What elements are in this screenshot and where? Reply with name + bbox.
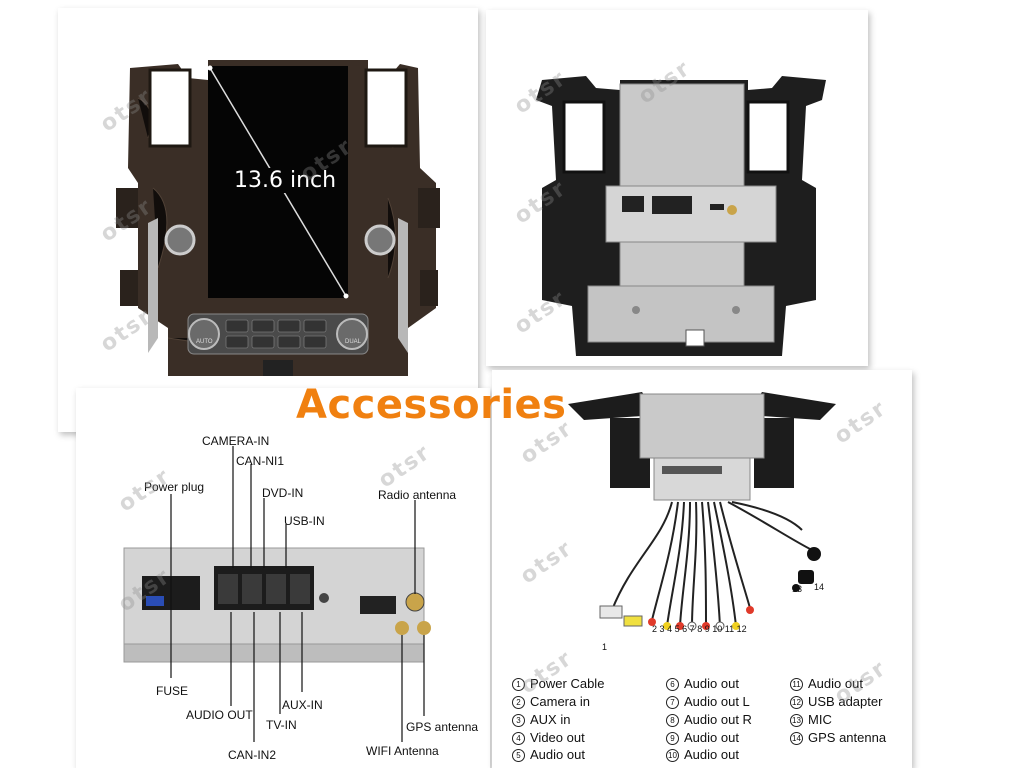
- can-in2-label: CAN-IN2: [228, 748, 277, 762]
- head-unit-back-image: [536, 76, 826, 356]
- cable-number: 1: [602, 642, 608, 652]
- cable-number: 13: [792, 584, 803, 594]
- back-view-panel: otsr otsr otsr otsr: [486, 10, 868, 366]
- rear-ports-image: [123, 446, 431, 742]
- cable-numbers-row: 2 3 4 5 6 7 8 9 10 11 12: [652, 624, 747, 634]
- tv-in-label: TV-IN: [266, 718, 297, 732]
- cable-number: 3: [659, 624, 665, 634]
- knob-label-dual: DUAL: [345, 339, 362, 345]
- power-plug-label: Power plug: [144, 480, 205, 494]
- audio-out-label: AUDIO OUT: [186, 708, 253, 722]
- cable-number: 7: [689, 624, 695, 634]
- gps-antenna-label: GPS antenna: [406, 720, 479, 734]
- camera-in-label: CAMERA-IN: [202, 434, 270, 448]
- cable-number: 9: [704, 624, 710, 634]
- cable-number: 4: [667, 624, 673, 634]
- cable-harness-image: [568, 392, 836, 631]
- aux-in-label: AUX-IN: [282, 698, 323, 712]
- dvd-in-label: DVD-IN: [262, 486, 304, 500]
- radio-antenna-label: Radio antenna: [378, 488, 457, 502]
- fuse-label: FUSE: [156, 684, 189, 698]
- front-view-panel: 13.6 inch AUTO DUAL otsr otsr otsr otsr: [58, 8, 478, 432]
- cable-number: 8: [697, 624, 703, 634]
- cable-number: 11: [724, 624, 735, 634]
- accessories-title: Accessories: [296, 382, 567, 428]
- cable-number: 6: [682, 624, 688, 634]
- wifi-antenna-label: WIFI Antenna: [366, 744, 439, 758]
- usb-in-label: USB-IN: [284, 514, 325, 528]
- cable-number: 14: [814, 582, 825, 592]
- can-ni1-label: CAN-NI1: [236, 454, 285, 468]
- knob-label-auto: AUTO: [196, 339, 213, 345]
- cable-number: 2: [652, 624, 658, 634]
- cable-number: 12: [736, 624, 747, 634]
- cable-number: 5: [674, 624, 680, 634]
- screen-size-label: 13.6 inch: [232, 168, 339, 193]
- port-diagram-panel: CAMERA-IN CAN-NI1 Power plug DVD-IN Radi…: [76, 388, 490, 768]
- cable-number: 10: [712, 624, 723, 634]
